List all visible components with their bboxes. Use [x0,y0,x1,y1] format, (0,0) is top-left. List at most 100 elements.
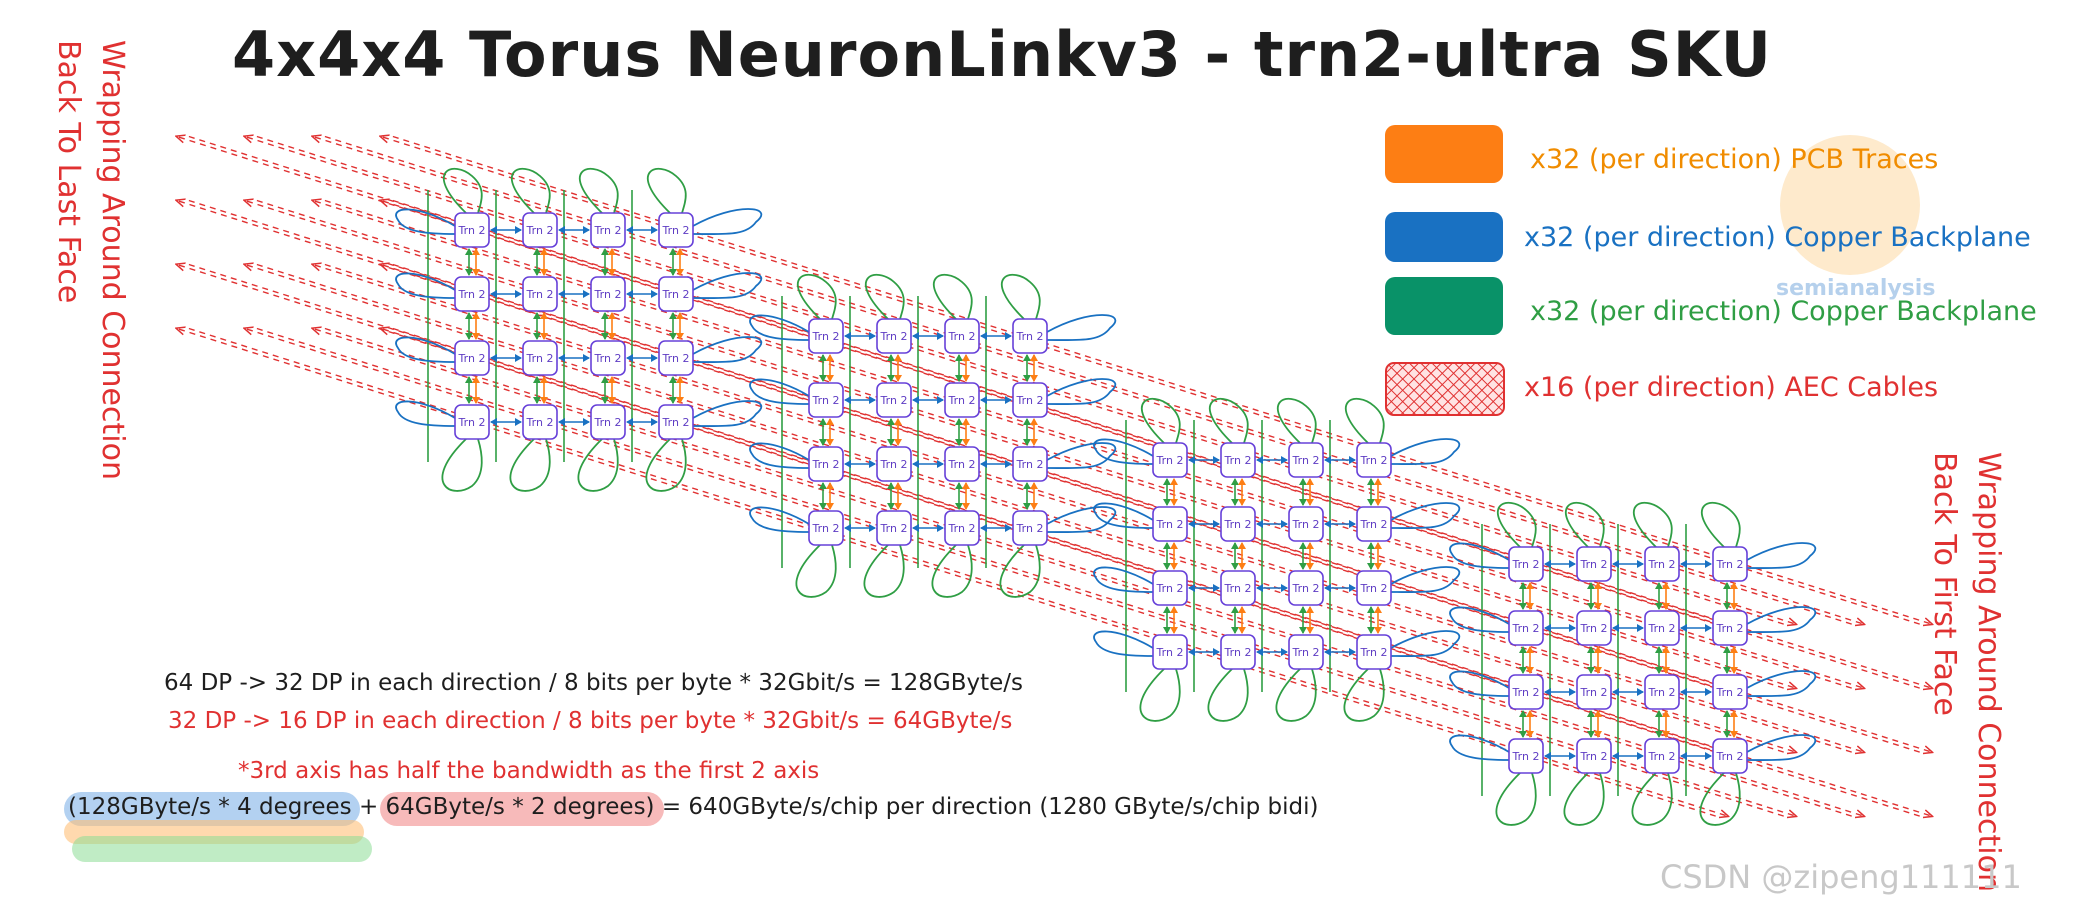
trn2-chip-label: Trn 2 [458,224,486,237]
trn2-chip [876,510,912,546]
trn2-chip [590,212,626,248]
trn2-chip [1576,674,1612,710]
diagram-title: 4x4x4 Torus NeuronLinkv3 - trn2-ultra SK… [232,18,1773,91]
trn2-chip [590,276,626,312]
aec-cable-wrap-back [245,136,1784,625]
blue-wrap-loop-left [749,442,810,469]
trn2-chip-label: Trn 2 [662,224,690,237]
blue-wrap-loop-left [1093,566,1154,593]
trn2-chip-label: Trn 2 [1648,558,1676,571]
trn2-chip-label: Trn 2 [526,224,554,237]
semianalysis-logo-text: semianalysis [1776,276,1936,301]
trn2-chip [1712,610,1748,646]
trn2-chip [1712,674,1748,710]
wrap-note-left: Wrapping Around Connection Back To Last … [46,40,134,480]
trn2-chip-label: Trn 2 [812,522,840,535]
trn2-chip-label: Trn 2 [526,352,554,365]
green-wrap-loop-bottom [1495,772,1537,826]
green-wrap-loop-top [442,167,483,214]
trn2-chip-label: Trn 2 [1156,646,1184,659]
blue-wrap-loop-left [749,314,810,341]
blue-wrap-loop-right [1390,438,1461,465]
trn2-chip-label: Trn 2 [880,330,908,343]
blue-wrap-loop-right [1390,566,1461,593]
trn2-chip [454,340,490,376]
trn2-chip-label: Trn 2 [1360,646,1388,659]
trn2-chip [808,446,844,482]
green-wrap-loop-top [1632,501,1673,548]
highlight-red [380,792,664,826]
trn2-chip-label: Trn 2 [880,458,908,471]
trn2-chip-label: Trn 2 [1292,646,1320,659]
trn2-chip [1288,506,1324,542]
aec-cable-wrap-forward [188,327,1728,816]
trn2-chip [944,318,980,354]
blue-wrap-loop-right [1746,734,1817,761]
trn2-chip-label: Trn 2 [948,330,976,343]
trn2-chip-label: Trn 2 [458,352,486,365]
trn2-chip-label: Trn 2 [1360,454,1388,467]
blue-wrap-loop-right [1046,378,1117,405]
trn2-chip [522,340,558,376]
wrap-note-right-line2: Back To First Face [1927,452,1962,716]
wrap-note-left-line1: Wrapping Around Connection [95,40,130,480]
trn2-chip-label: Trn 2 [594,416,622,429]
legend-swatch-aec [1385,362,1505,416]
trn2-chip-label: Trn 2 [1360,518,1388,531]
torus-face-1: Trn 2 Trn 2 Trn 2 Trn 2 Trn 2 Trn 2 Trn 2 Trn 2… [395,167,763,492]
trn2-chip-label: Trn 2 [948,522,976,535]
aec-cable-wrap-forward [392,135,1932,624]
trn2-chip [1644,738,1680,774]
trn2-chip [1012,510,1048,546]
trn2-chip [658,212,694,248]
trn2-chip [1712,546,1748,582]
blue-wrap-loop-right [1046,506,1117,533]
trn2-chip-label: Trn 2 [1580,622,1608,635]
green-wrap-loop-bottom [577,438,619,492]
trn2-chip-label: Trn 2 [1512,686,1540,699]
trn2-chip-label: Trn 2 [1224,582,1252,595]
blue-wrap-loop-left [1449,670,1510,697]
green-wrap-loop-bottom [1207,668,1249,722]
trn2-chip [1508,610,1544,646]
blue-wrap-loop-right [692,400,763,427]
trn2-chip-label: Trn 2 [880,522,908,535]
green-wrap-loop-bottom [441,438,483,492]
green-wrap-loop-bottom [863,544,905,598]
green-wrap-loop-top [1700,501,1741,548]
trn2-chip-label: Trn 2 [880,394,908,407]
trn2-chip [1152,442,1188,478]
trn2-chip [1220,442,1256,478]
trn2-chip-label: Trn 2 [1292,454,1320,467]
aec-cable-wrap-back [313,136,1852,625]
green-wrap-loop-bottom [1631,772,1673,826]
trn2-chip-label: Trn 2 [1292,518,1320,531]
trn2-chip-label: Trn 2 [662,288,690,301]
blue-wrap-loop-right [1046,314,1117,341]
blue-wrap-loop-left [1449,734,1510,761]
trn2-chip [522,404,558,440]
green-wrap-loop-top [578,167,619,214]
trn2-chip-label: Trn 2 [1156,582,1184,595]
blue-wrap-loop-right [1046,442,1117,469]
semianalysis-logo [1780,135,1920,275]
trn2-chip-label: Trn 2 [1716,622,1744,635]
blue-wrap-loop-left [1093,630,1154,657]
trn2-chip-label: Trn 2 [1648,622,1676,635]
trn2-chip [944,510,980,546]
chip-grid-layer: Trn 2 Trn 2 Trn 2 Trn 2 Trn 2 Trn 2 Trn 2 Trn 2… [395,167,1817,826]
blue-wrap-loop-right [1390,502,1461,529]
trn2-chip-label: Trn 2 [1648,686,1676,699]
trn2-chip-label: Trn 2 [1580,686,1608,699]
blue-wrap-loop-right [1746,670,1817,697]
wrap-note-right: Wrapping Around Connection Back To First… [1922,452,2010,892]
trn2-chip [1152,570,1188,606]
trn2-chip-label: Trn 2 [458,288,486,301]
trn2-chip [876,382,912,418]
trn2-chip-label: Trn 2 [1716,686,1744,699]
green-wrap-loop-top [1496,501,1537,548]
trn2-chip-label: Trn 2 [1224,646,1252,659]
green-wrap-loop-bottom [1563,772,1605,826]
trn2-chip [1012,446,1048,482]
